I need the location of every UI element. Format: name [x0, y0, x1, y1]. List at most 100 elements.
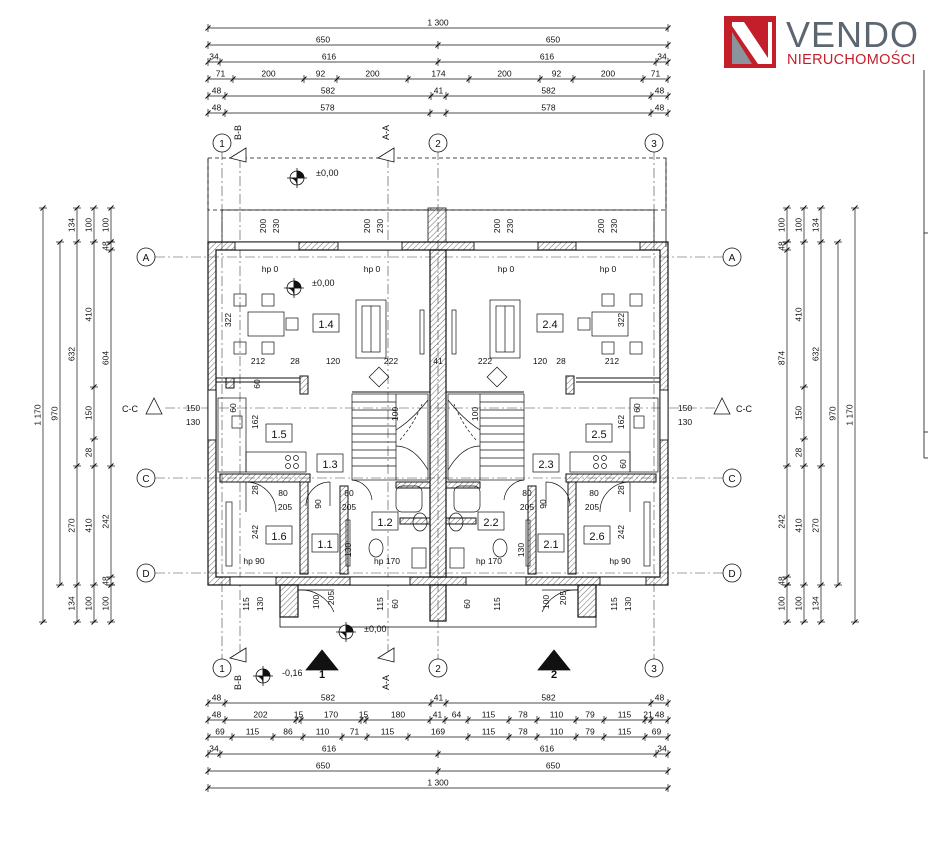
interior-dim-label: 28: [616, 485, 626, 495]
level-label: ±0,00: [364, 624, 386, 634]
interior-dim-label: 115: [492, 597, 502, 611]
right-dim-label: 48: [777, 576, 787, 586]
top-dim-label: 578: [541, 103, 555, 113]
left-dim-label: 28: [84, 448, 94, 458]
right-dim-label: 1 170: [845, 404, 855, 426]
interior-dim-label: 230: [271, 219, 281, 233]
interior-dim-label: 90: [313, 499, 323, 509]
top-dim-label: 48: [655, 86, 665, 96]
interior-dim-label: 242: [250, 525, 260, 539]
room-label: 1.2: [377, 517, 392, 529]
interior-dim-label: 100: [541, 595, 551, 609]
interior-dim-label: hp 0: [364, 264, 381, 274]
interior-dim-label: 230: [375, 219, 385, 233]
top-dim-label: 578: [320, 103, 334, 113]
section-label: B-B: [233, 675, 243, 690]
interior-dim-label: 28: [290, 356, 300, 366]
interior-dim-label: 41: [433, 356, 443, 366]
section-label: C-C: [122, 404, 138, 414]
interior-dim-label: 100: [390, 407, 400, 421]
bottom-dim-label: 15: [359, 710, 369, 720]
interior-dim-label: 200: [596, 219, 606, 233]
interior-dim-label: 205: [558, 591, 568, 605]
interior-dim-label: 130: [343, 543, 353, 557]
bottom-dim-label: 34: [209, 744, 219, 754]
bottom-dim-label: 170: [324, 710, 338, 720]
room-label: 1.4: [318, 319, 333, 331]
interior-dim-label: 80: [522, 488, 532, 498]
right-dim-label: 150: [794, 406, 804, 420]
level-label: ±0,00: [312, 278, 334, 288]
left-dim-label: 410: [84, 518, 94, 532]
section-label: C-C: [736, 404, 752, 414]
room-label: 2.6: [589, 531, 604, 543]
furniture: [217, 293, 659, 569]
interior-dim-label: hp 90: [609, 556, 631, 566]
door-swings: [245, 479, 631, 613]
room-label: 2.5: [591, 429, 606, 441]
bottom-dim-label: 69: [215, 727, 225, 737]
interior-dim-label: 28: [556, 356, 566, 366]
axis-label: C: [142, 474, 149, 485]
bottom-dim-label: 110: [550, 710, 564, 720]
interior-dim-label: 322: [223, 313, 233, 327]
bottom-dim-label: 78: [518, 710, 528, 720]
interior-dim-label: 230: [609, 219, 619, 233]
bottom-dim-label: 15: [294, 710, 304, 720]
entrance-label: 2: [551, 669, 557, 681]
logo-subtitle: NIERUCHOMOŚCI: [787, 52, 916, 68]
right-dim-label: 410: [794, 307, 804, 321]
bottom-dim-label: 48: [655, 693, 665, 703]
interior-dim-label: 60: [462, 599, 472, 609]
section-label: A-A: [381, 675, 391, 690]
bottom-dim-label: 650: [546, 761, 560, 771]
top-dim-label: 92: [552, 69, 562, 79]
bottom-dim-label: 86: [283, 727, 293, 737]
interior-dim-label: 200: [492, 219, 502, 233]
left-dim-label: 150: [84, 406, 94, 420]
left-dim-label: 270: [67, 518, 77, 532]
left-dim-label: 48: [101, 241, 111, 251]
left-dim-label: 134: [67, 218, 77, 232]
bottom-dim-label: 79: [585, 710, 595, 720]
interior-dim-label: 212: [605, 356, 619, 366]
interior-dim-label: hp 170: [374, 556, 400, 566]
axis-label: 3: [651, 139, 657, 150]
bottom-dim-label: 34: [657, 744, 667, 754]
left-dim-label: 604: [101, 351, 111, 365]
interior-dim-label: 115: [609, 597, 619, 611]
interior-dim-label: 150: [186, 403, 200, 413]
section-label: B-B: [233, 125, 243, 140]
vendo-logo-mark-icon: [724, 16, 776, 68]
bottom-dim-label: 169: [431, 727, 445, 737]
bottom-dim-label: 115: [618, 727, 632, 737]
right-dim-label: 410: [794, 518, 804, 532]
top-dim-label: 650: [546, 35, 560, 45]
room-label: 2.4: [542, 319, 557, 331]
top-dim-label: 616: [322, 52, 336, 62]
room-label: 1.1: [317, 539, 332, 551]
bottom-dim-label: 79: [585, 727, 595, 737]
left-dim-label: 242: [101, 514, 111, 528]
interior-dim-label: 28: [250, 485, 260, 495]
level-label: ±0,00: [316, 168, 338, 178]
interior-dim-label: 80: [344, 488, 354, 498]
right-dim-label: 134: [811, 596, 821, 610]
top-dim-label: 41: [434, 86, 444, 96]
right-dim-label: 100: [794, 218, 804, 232]
top-dim-label: 200: [261, 69, 275, 79]
axis-bubbles: [136, 133, 742, 678]
right-dim-label: 100: [777, 596, 787, 610]
section-markers: [145, 147, 731, 663]
interior-dim-label: 130: [516, 543, 526, 557]
top-dim-label: 71: [651, 69, 661, 79]
interior-dim-label: 230: [505, 219, 515, 233]
interior-dim-label: 90: [538, 499, 548, 509]
right-dim-label: 632: [811, 347, 821, 361]
entrance-arrows: [305, 649, 571, 671]
interior-dim-label: 205: [278, 502, 292, 512]
room-label: 1.3: [322, 459, 337, 471]
